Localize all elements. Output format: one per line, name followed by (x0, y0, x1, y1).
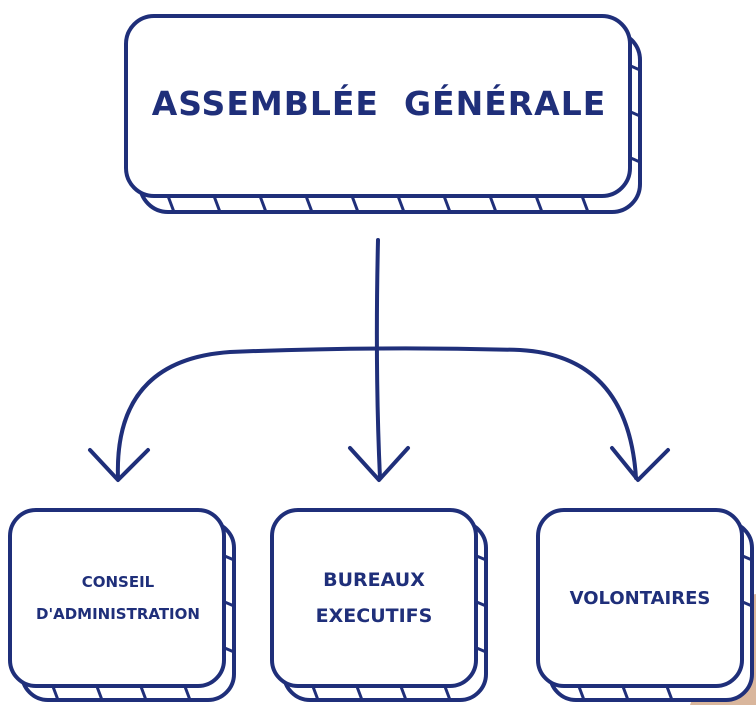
volontaires-text: VOLONTAIRES (569, 587, 711, 609)
left-box-label: CONSEIL D'ADMINISTRATION (13, 513, 223, 683)
top-box-front (124, 14, 632, 198)
administration-text: D'ADMINISTRATION (36, 605, 200, 623)
middle-box-label: BUREAUX EXECUTIFS (274, 513, 474, 683)
top-box-label: ASSEMBLÉE GÉNÉRALE (128, 18, 630, 188)
arrow-head-middle (348, 446, 410, 482)
branch-curve (115, 346, 638, 480)
middle-box (270, 508, 488, 702)
connectors (88, 238, 670, 482)
arrow-head-right (610, 446, 670, 482)
executifs-text: EXECUTIFS (315, 605, 433, 627)
conseil-text: CONSEIL (81, 573, 155, 591)
left-box (8, 508, 236, 702)
trunk-line (374, 238, 382, 480)
bureaux-text: BUREAUX (323, 569, 425, 591)
arrow-head-left (88, 448, 150, 482)
right-box (536, 508, 754, 702)
right-box-label: VOLONTAIRES (540, 513, 740, 683)
top-box (124, 14, 642, 214)
assemblee-generale-text: ASSEMBLÉE GÉNÉRALE (151, 83, 607, 123)
